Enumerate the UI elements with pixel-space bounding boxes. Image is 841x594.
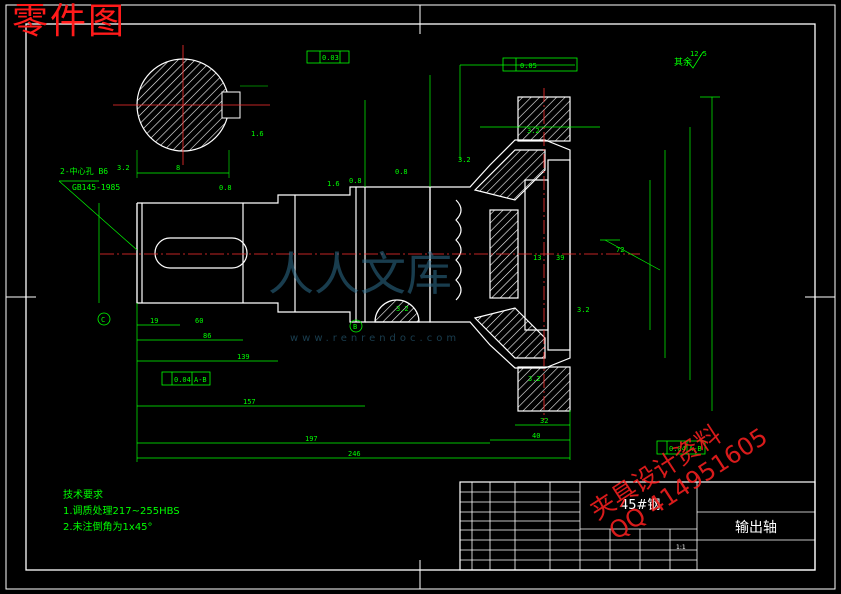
- part-name: 输出轴: [735, 520, 777, 536]
- dimension-lines: [58, 64, 720, 462]
- roughness-9: 3.2: [528, 375, 541, 383]
- watermark-blue: 人人文库: [268, 247, 452, 301]
- dim-39: 39: [556, 254, 564, 262]
- center-lines: [100, 88, 640, 420]
- dim-86: 86: [203, 332, 211, 340]
- dimension-texts: 19 60 86 139 157 197 246 32 40 13 39 72 …: [150, 164, 624, 458]
- dim-157: 157: [243, 398, 256, 406]
- tolerance-texts: 0.03 0.05 0.04 A-B 0.04 A-B C B: [101, 54, 702, 453]
- center-hole-line1: 2-中心孔 B6: [60, 166, 108, 176]
- tech-item-1: 1.调质处理217~255HBS: [63, 506, 180, 517]
- roughness-11: 3.2: [458, 156, 471, 164]
- center-hole-line2: GB145-1985: [72, 183, 120, 192]
- dim-32: 32: [540, 417, 548, 425]
- dim-139: 139: [237, 353, 250, 361]
- runout1-ref: A-B: [194, 376, 207, 384]
- page-title: 零件图: [12, 1, 127, 42]
- roughness-5: 0.8: [349, 177, 362, 185]
- runout2-ref: A-B: [689, 445, 702, 453]
- tech-item-2: 2.未注倒角为1x45°: [63, 522, 153, 533]
- datum-b: B: [353, 323, 357, 331]
- dim-8: 8: [176, 164, 180, 172]
- material-label: 45#钢: [620, 498, 660, 513]
- position-value: 0.05: [520, 62, 537, 70]
- roughness-other-value: 12.5: [690, 50, 707, 58]
- roughness-6: 0.8: [395, 168, 408, 176]
- runout2-value: 0.04: [669, 445, 686, 453]
- roughness-2: 1.6: [251, 130, 264, 138]
- dim-197: 197: [305, 435, 318, 443]
- watermark-url: www.renrendoc.com: [290, 333, 461, 344]
- runout1-value: 0.04: [174, 376, 191, 384]
- dim-19: 19: [150, 317, 158, 325]
- roughness-3: 0.8: [219, 184, 232, 192]
- scale-value: 1:1: [676, 544, 686, 551]
- title-block-texts: 45#钢 输出轴 1:1: [620, 498, 777, 551]
- dim-13: 13: [533, 254, 541, 262]
- roughness-1: 3.2: [117, 164, 130, 172]
- roughness-4: 1.6: [327, 180, 340, 188]
- roughness-symbols: 3.2 1.6 0.8 1.6 0.8 0.8 3.2 3.2 3.2 3.2 …: [117, 50, 707, 383]
- roughness-other-label: 其余: [674, 56, 692, 68]
- datum-c: C: [101, 316, 105, 324]
- flatness-value: 0.03: [322, 54, 339, 62]
- center-hole-note: 2-中心孔 B6 GB145-1985: [60, 166, 120, 192]
- dim-60: 60: [195, 317, 203, 325]
- tech-requirements: 技术要求 1.调质处理217~255HBS 2.未注倒角为1x45°: [63, 488, 180, 536]
- dim-72: 72: [616, 246, 624, 254]
- dim-40: 40: [532, 432, 540, 440]
- title-block: [459, 481, 816, 571]
- roughness-10: 3.2: [396, 305, 409, 313]
- shaft-section-view: [113, 45, 270, 178]
- tolerance-frames: [97, 50, 706, 455]
- drawing-frame: [5, 4, 836, 590]
- roughness-8: 3.2: [577, 306, 590, 314]
- roughness-7: 3.2: [527, 127, 540, 135]
- tech-heading: 技术要求: [63, 490, 103, 501]
- dim-246: 246: [348, 450, 361, 458]
